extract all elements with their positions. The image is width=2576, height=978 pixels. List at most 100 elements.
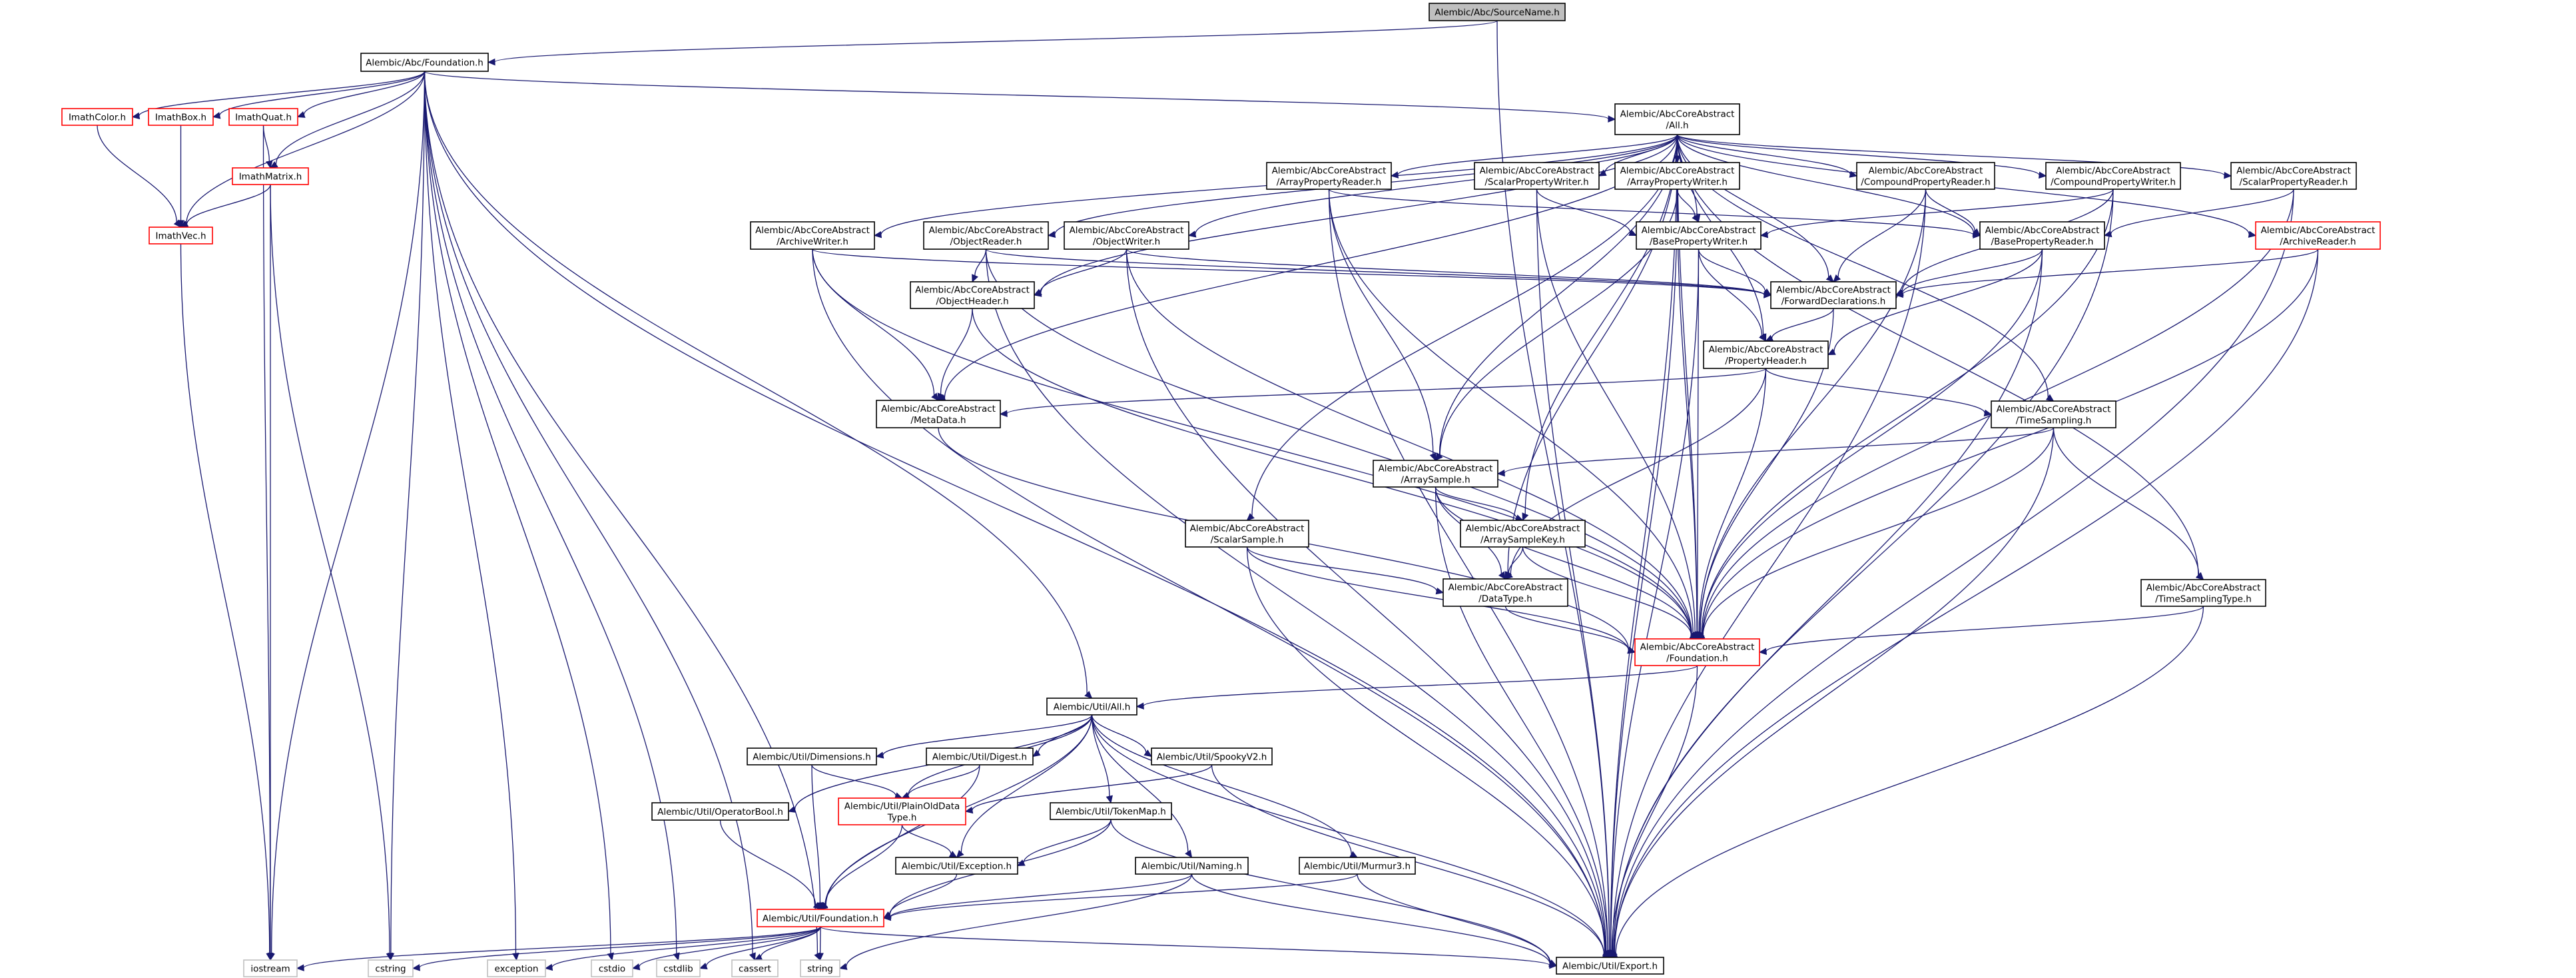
node-imath-vec[interactable]: ImathVec.h xyxy=(149,227,213,244)
node-string: string xyxy=(800,959,840,977)
node-array-sample[interactable]: Alembic/AbcCoreAbstract/ArraySample.h xyxy=(1373,460,1498,488)
node-scalar-property-reader[interactable]: Alembic/AbcCoreAbstract/ScalarPropertyRe… xyxy=(2230,162,2357,190)
node-box xyxy=(1046,698,1137,716)
edge-core-foundation-to-util-all xyxy=(1143,665,1698,707)
edge-core-foundation-to-export xyxy=(1611,665,1698,951)
edge-util-all-to-dimensions xyxy=(882,714,1093,755)
arrowhead-icon xyxy=(631,963,641,971)
node-box xyxy=(1185,520,1309,548)
edge-abc-foundation-to-string xyxy=(424,71,818,954)
node-label: string xyxy=(807,964,833,975)
edge-imath-vec-to-iostream xyxy=(180,243,270,954)
node-util-all[interactable]: Alembic/Util/All.h xyxy=(1046,698,1137,716)
arrowhead-icon xyxy=(838,963,848,970)
node-array-property-writer[interactable]: Alembic/AbcCoreAbstract/ArrayPropertyWri… xyxy=(1614,162,1740,190)
node-box xyxy=(1050,802,1172,820)
node-murmur3[interactable]: Alembic/Util/Murmur3.h xyxy=(1299,857,1416,875)
node-base-property-writer[interactable]: Alembic/AbcCoreAbstract/BasePropertyWrit… xyxy=(1636,221,1762,250)
edge-array-sample-to-core-foundation xyxy=(1435,486,1692,636)
node-box xyxy=(1614,103,1740,135)
node-archive-reader[interactable]: Alembic/AbcCoreAbstract/ArchiveReader.h xyxy=(2255,221,2381,250)
node-box xyxy=(747,747,877,765)
node-imath-box[interactable]: ImathBox.h xyxy=(148,108,214,126)
node-util-foundation[interactable]: Alembic/Util/Foundation.h xyxy=(757,909,884,927)
node-label: Alembic/AbcCoreAbstract xyxy=(2146,583,2261,594)
node-box xyxy=(1460,520,1586,548)
node-time-sampling-type[interactable]: Alembic/AbcCoreAbstract/TimeSamplingType… xyxy=(2140,579,2266,607)
node-scalar-property-writer[interactable]: Alembic/AbcCoreAbstract/ScalarPropertyWr… xyxy=(1474,162,1600,190)
node-object-reader[interactable]: Alembic/AbcCoreAbstract/ObjectReader.h xyxy=(923,221,1049,250)
node-cassert: cassert xyxy=(731,959,779,977)
edge-array-sample-to-array-sample-key xyxy=(1435,486,1517,518)
node-label: Alembic/AbcCoreAbstract xyxy=(1620,166,1735,177)
node-base-property-reader[interactable]: Alembic/AbcCoreAbstract/BasePropertyRead… xyxy=(1979,221,2105,250)
node-object-writer[interactable]: Alembic/AbcCoreAbstract/ObjectWriter.h xyxy=(1064,221,1189,250)
node-naming[interactable]: Alembic/Util/Naming.h xyxy=(1135,857,1249,875)
node-label: /ArchiveWriter.h xyxy=(777,237,848,247)
node-forward-declarations[interactable]: Alembic/AbcCoreAbstract/ForwardDeclarati… xyxy=(1770,281,1897,309)
node-core-all[interactable]: Alembic/AbcCoreAbstract/All.h xyxy=(1614,103,1740,135)
node-export[interactable]: Alembic/Util/Export.h xyxy=(1556,957,1664,975)
arrowhead-icon xyxy=(1032,749,1041,757)
edge-scalar-property-reader-to-base-property-reader xyxy=(2110,189,2294,235)
node-data-type[interactable]: Alembic/AbcCoreAbstract/DataType.h xyxy=(1443,578,1568,607)
node-time-sampling[interactable]: Alembic/AbcCoreAbstract/TimeSampling.h xyxy=(1991,400,2116,428)
node-box xyxy=(651,802,789,821)
edge-base-property-writer-to-forward-declarations xyxy=(1698,248,1766,292)
node-label: Alembic/AbcCoreAbstract xyxy=(1869,166,1983,177)
node-core-foundation[interactable]: Alembic/AbcCoreAbstract/Foundation.h xyxy=(1634,638,1760,666)
edge-scalar-sample-to-export xyxy=(1246,546,1606,953)
node-operator-bool[interactable]: Alembic/Util/OperatorBool.h xyxy=(651,802,789,821)
node-label: /All.h xyxy=(1666,121,1688,131)
node-compound-property-writer[interactable]: Alembic/AbcCoreAbstract/CompoundProperty… xyxy=(2045,162,2181,190)
edge-util-foundation-to-cassert xyxy=(760,926,821,957)
node-box xyxy=(757,909,884,927)
node-box xyxy=(1856,162,1995,190)
node-property-header[interactable]: Alembic/AbcCoreAbstract/PropertyHeader.h xyxy=(1703,340,1829,369)
node-imath-color[interactable]: ImathColor.h xyxy=(61,108,133,126)
node-archive-writer[interactable]: Alembic/AbcCoreAbstract/ArchiveWriter.h xyxy=(750,221,875,250)
edge-util-all-to-murmur3 xyxy=(1091,714,1352,855)
node-digest[interactable]: Alembic/Util/Digest.h xyxy=(926,747,1034,765)
node-box xyxy=(360,53,489,72)
arrowhead-icon xyxy=(177,220,184,229)
node-box xyxy=(1373,460,1498,488)
node-label: Alembic/AbcCoreAbstract xyxy=(1379,464,1493,474)
edge-imath-matrix-to-cstring xyxy=(270,184,390,954)
node-label: cstring xyxy=(375,964,406,975)
arrowhead-icon xyxy=(999,410,1008,418)
node-label: /ScalarPropertyWriter.h xyxy=(1484,177,1588,188)
node-label: Alembic/Abc/Foundation.h xyxy=(366,58,483,69)
edge-core-all-to-export xyxy=(1610,134,1678,951)
edge-core-all-to-forward-declarations xyxy=(1676,134,1829,278)
node-imath-quat[interactable]: ImathQuat.h xyxy=(228,108,298,126)
edge-util-foundation-to-cstring xyxy=(419,926,821,969)
node-array-property-reader[interactable]: Alembic/AbcCoreAbstract/ArrayPropertyRea… xyxy=(1266,162,1392,190)
node-dimensions[interactable]: Alembic/Util/Dimensions.h xyxy=(747,747,877,765)
node-source-name[interactable]: Alembic/Abc/SourceName.h xyxy=(1429,3,1566,21)
node-exception[interactable]: Alembic/Util/Exception.h xyxy=(895,857,1018,875)
edge-digest-to-util-foundation xyxy=(824,764,980,905)
node-spooky-v2[interactable]: Alembic/Util/SpookyV2.h xyxy=(1151,747,1273,765)
arrowhead-icon xyxy=(1608,949,1616,959)
edge-util-foundation-to-export xyxy=(820,926,1550,966)
edge-archive-reader-to-core-foundation xyxy=(1702,248,2319,636)
edge-array-property-reader-to-core-foundation xyxy=(1328,189,1694,634)
node-label: /BasePropertyReader.h xyxy=(1991,237,2094,247)
node-object-header[interactable]: Alembic/AbcCoreAbstract/ObjectHeader.h xyxy=(910,281,1035,309)
node-label: /Foundation.h xyxy=(1666,654,1728,664)
node-abc-foundation[interactable]: Alembic/Abc/Foundation.h xyxy=(360,53,489,72)
edge-core-all-to-array-property-reader xyxy=(1397,134,1678,176)
node-array-sample-key[interactable]: Alembic/AbcCoreAbstract/ArraySampleKey.h xyxy=(1460,520,1586,548)
edge-object-writer-to-export xyxy=(1126,248,1607,952)
node-imath-matrix[interactable]: ImathMatrix.h xyxy=(232,167,309,185)
node-scalar-sample[interactable]: Alembic/AbcCoreAbstract/ScalarSample.h xyxy=(1185,520,1309,548)
node-compound-property-reader[interactable]: Alembic/AbcCoreAbstract/CompoundProperty… xyxy=(1856,162,1995,190)
node-label: Alembic/AbcCoreAbstract xyxy=(1640,642,1755,653)
node-label: Alembic/AbcCoreAbstract xyxy=(1480,166,1594,177)
node-token-map[interactable]: Alembic/Util/TokenMap.h xyxy=(1050,802,1172,820)
node-meta-data[interactable]: Alembic/AbcCoreAbstract/MetaData.h xyxy=(876,400,1001,428)
edge-compound-property-reader-to-export xyxy=(1612,189,1927,951)
arrowhead-icon xyxy=(512,953,519,961)
